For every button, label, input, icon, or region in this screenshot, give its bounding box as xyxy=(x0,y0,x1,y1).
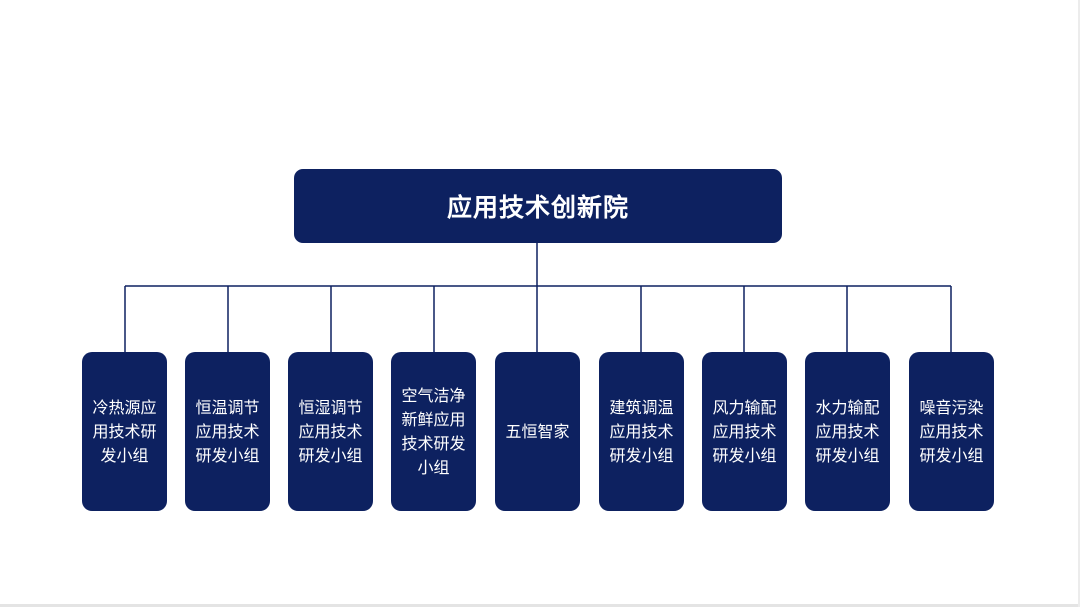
root-node-innovation-institute: 应用技术创新院 xyxy=(294,169,782,243)
child-node-9: 噪音污染应用技术研发小组 xyxy=(909,352,994,511)
child-node-label: 风力输配应用技术研发小组 xyxy=(712,397,777,465)
child-node-label: 冷热源应用技术研发小组 xyxy=(92,397,157,465)
child-node-label: 恒湿调节应用技术研发小组 xyxy=(298,397,363,465)
root-node-label: 应用技术创新院 xyxy=(446,193,629,222)
child-node-5: 五恒智家 xyxy=(495,352,580,511)
child-node-8: 水力输配应用技术研发小组 xyxy=(805,352,890,511)
child-node-1: 冷热源应用技术研发小组 xyxy=(82,352,167,511)
slide-bottom-edge xyxy=(0,604,1080,607)
child-node-6: 建筑调温应用技术研发小组 xyxy=(599,352,684,511)
child-node-3: 恒湿调节应用技术研发小组 xyxy=(288,352,373,511)
child-node-label: 水力输配应用技术研发小组 xyxy=(815,397,880,465)
child-node-label: 噪音污染应用技术研发小组 xyxy=(919,397,984,465)
child-node-label: 空气洁净新鲜应用技术研发小组 xyxy=(401,385,466,477)
child-node-7: 风力输配应用技术研发小组 xyxy=(702,352,787,511)
child-node-2: 恒温调节应用技术研发小组 xyxy=(185,352,270,511)
slide-right-edge xyxy=(1078,0,1080,607)
child-node-label: 五恒智家 xyxy=(505,421,570,441)
child-node-label: 建筑调温应用技术研发小组 xyxy=(609,397,674,465)
child-node-4: 空气洁净新鲜应用技术研发小组 xyxy=(391,352,476,511)
child-node-label: 恒温调节应用技术研发小组 xyxy=(195,397,260,465)
